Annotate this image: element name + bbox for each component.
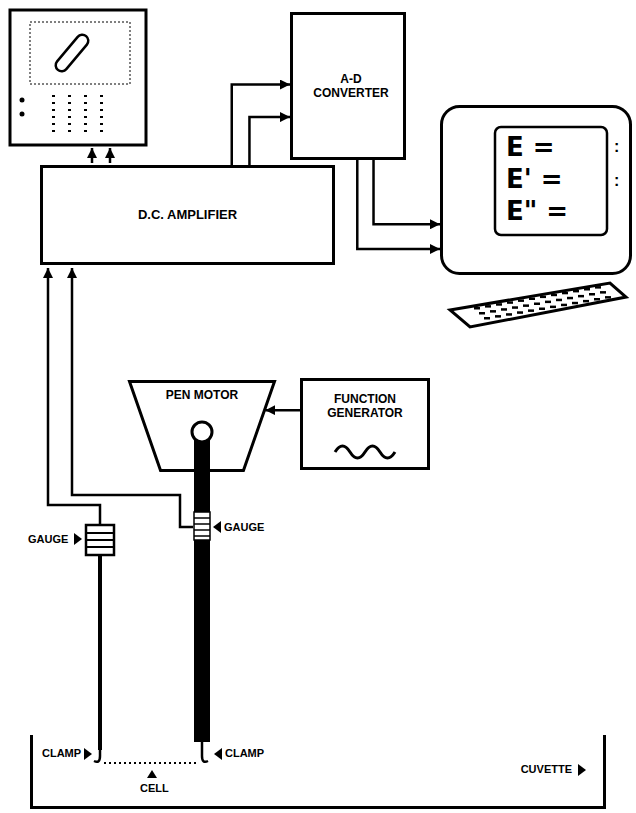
part-label: GAUGE xyxy=(28,533,68,546)
pointer-arrow xyxy=(214,748,222,760)
cell-symbol xyxy=(104,762,198,764)
display-colon: : xyxy=(614,172,619,190)
converter-box: A-D CONVERTER xyxy=(290,12,406,160)
pointer-arrow xyxy=(147,770,157,778)
part-label: CLAMP xyxy=(225,747,264,760)
part-label: GAUGE xyxy=(224,521,264,534)
force-gauge xyxy=(86,525,114,762)
box-label: FUNCTION GENERATOR xyxy=(313,393,417,421)
signal-connector xyxy=(357,160,440,249)
part-label: CELL xyxy=(140,782,169,795)
pointer-arrow xyxy=(578,764,586,776)
display-colon: : xyxy=(614,138,619,156)
signal-connector xyxy=(249,117,290,165)
gauge-wire xyxy=(48,268,100,525)
signal-wire xyxy=(91,148,94,163)
signal-wire xyxy=(109,148,112,163)
box-label: E = xyxy=(506,133,555,163)
signal-connector xyxy=(265,409,300,412)
box-label: E" = xyxy=(506,197,568,227)
amplifier-box: D.C. AMPLIFIER xyxy=(40,165,335,265)
box-label: CUVETTE xyxy=(521,763,572,776)
pen-lever xyxy=(192,422,212,762)
pointer-arrow xyxy=(74,533,82,545)
box-label: E' = xyxy=(506,165,563,195)
function-generator-box: FUNCTION GENERATOR xyxy=(300,378,430,470)
computer-display: E =E' =E" = xyxy=(440,105,632,330)
signal-connector xyxy=(374,160,440,224)
box-label: A-D CONVERTER xyxy=(309,73,393,101)
part-label: CLAMP xyxy=(42,747,81,760)
cuvette-vessel: CUVETTE xyxy=(30,735,606,809)
box-label: PEN MOTOR xyxy=(148,389,256,403)
chart-recorder xyxy=(10,10,146,145)
sine-wave-symbol xyxy=(335,446,395,458)
box-label: D.C. AMPLIFIER xyxy=(53,208,322,223)
pointer-arrow xyxy=(84,748,92,760)
pen-motor-box: PEN MOTOR xyxy=(128,380,276,472)
cuvette-outline xyxy=(30,735,606,809)
signal-connector xyxy=(232,85,290,165)
pointer-arrow xyxy=(213,521,221,533)
